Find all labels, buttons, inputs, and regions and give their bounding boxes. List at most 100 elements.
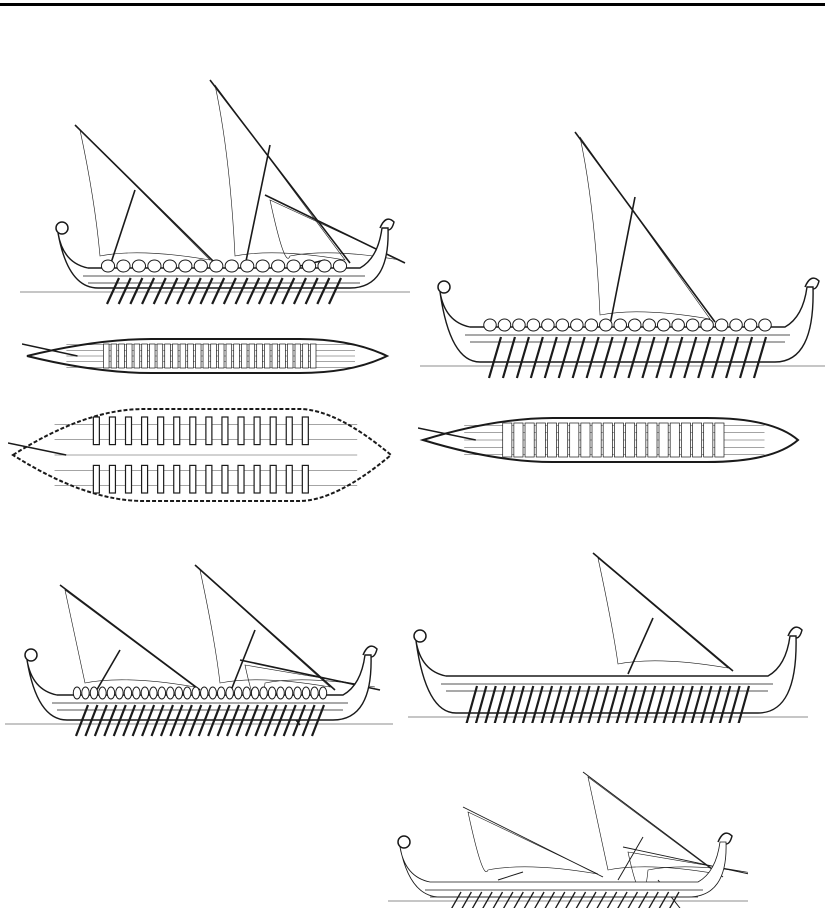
bench	[157, 416, 165, 446]
oar	[222, 277, 237, 305]
oar	[281, 277, 296, 305]
shield	[310, 686, 319, 700]
yard	[462, 806, 604, 878]
shield	[240, 259, 255, 273]
oar	[492, 891, 504, 908]
oar	[613, 336, 628, 379]
mast	[244, 144, 271, 267]
sail	[214, 84, 346, 261]
oar	[257, 277, 272, 305]
sail	[579, 136, 711, 320]
oar	[606, 685, 619, 723]
oar	[273, 704, 288, 737]
bench	[269, 416, 277, 446]
oar	[637, 891, 649, 908]
oar	[461, 891, 472, 908]
oar	[683, 336, 698, 379]
shield	[286, 259, 301, 273]
shield	[242, 686, 251, 700]
sail	[79, 129, 211, 261]
bench	[140, 464, 149, 494]
bench	[591, 422, 602, 458]
bench	[569, 422, 580, 458]
shield	[512, 318, 526, 332]
oar	[725, 336, 740, 379]
shield	[259, 686, 268, 700]
bench	[636, 422, 647, 458]
oar	[643, 685, 657, 723]
bench	[205, 416, 213, 446]
shield	[255, 259, 270, 273]
bench	[692, 422, 703, 458]
stern-ornament	[804, 277, 820, 290]
oar	[141, 704, 156, 737]
oar	[141, 277, 156, 305]
shield	[293, 686, 302, 700]
oar	[571, 336, 586, 379]
bench	[264, 343, 271, 369]
bench	[294, 343, 302, 369]
oar	[451, 891, 462, 908]
oar	[328, 277, 342, 305]
oar	[292, 277, 307, 305]
oar	[503, 891, 514, 908]
mast	[109, 189, 136, 267]
stern-ornament	[362, 645, 378, 658]
bench	[253, 464, 261, 494]
oar	[662, 685, 676, 723]
ship-drawing-5	[420, 82, 825, 380]
oar	[199, 277, 214, 305]
shield	[140, 686, 150, 700]
oar	[244, 704, 259, 737]
shield	[729, 318, 743, 332]
bench	[110, 343, 118, 369]
prow-ornament	[55, 221, 69, 235]
shield	[100, 259, 116, 273]
bench	[256, 343, 263, 369]
oar	[681, 685, 694, 723]
shield	[555, 318, 570, 332]
yard	[592, 552, 734, 672]
oar	[521, 685, 535, 723]
sail	[597, 557, 730, 669]
oar	[653, 685, 666, 723]
shield	[157, 686, 167, 700]
shield	[301, 259, 317, 273]
oar	[93, 704, 108, 737]
yard	[194, 564, 336, 691]
yard	[74, 124, 216, 264]
bench	[187, 343, 194, 369]
oar	[728, 685, 741, 723]
oar	[471, 891, 483, 908]
shield	[216, 686, 226, 700]
bench	[647, 422, 658, 458]
bench	[237, 464, 245, 494]
bench	[157, 464, 165, 494]
mast	[609, 196, 636, 326]
bench	[714, 422, 725, 458]
oar	[669, 891, 680, 908]
mast	[617, 836, 644, 881]
bench	[195, 343, 202, 369]
shield	[700, 318, 714, 332]
oar	[648, 891, 659, 908]
shield	[225, 686, 234, 700]
oar	[131, 704, 146, 737]
oar	[512, 685, 525, 723]
bench	[703, 422, 714, 458]
oar	[738, 336, 754, 379]
shield	[714, 318, 729, 332]
oar	[122, 704, 137, 737]
hull	[399, 841, 727, 898]
shield	[613, 318, 628, 332]
shield	[147, 259, 162, 273]
bench	[172, 343, 179, 369]
stern-ornament	[379, 218, 395, 231]
oar	[752, 336, 768, 379]
ship-plan-6	[418, 400, 810, 482]
bench	[301, 416, 309, 446]
oar	[176, 277, 191, 305]
shield	[162, 259, 177, 273]
bench	[164, 343, 171, 369]
bench	[301, 464, 309, 494]
